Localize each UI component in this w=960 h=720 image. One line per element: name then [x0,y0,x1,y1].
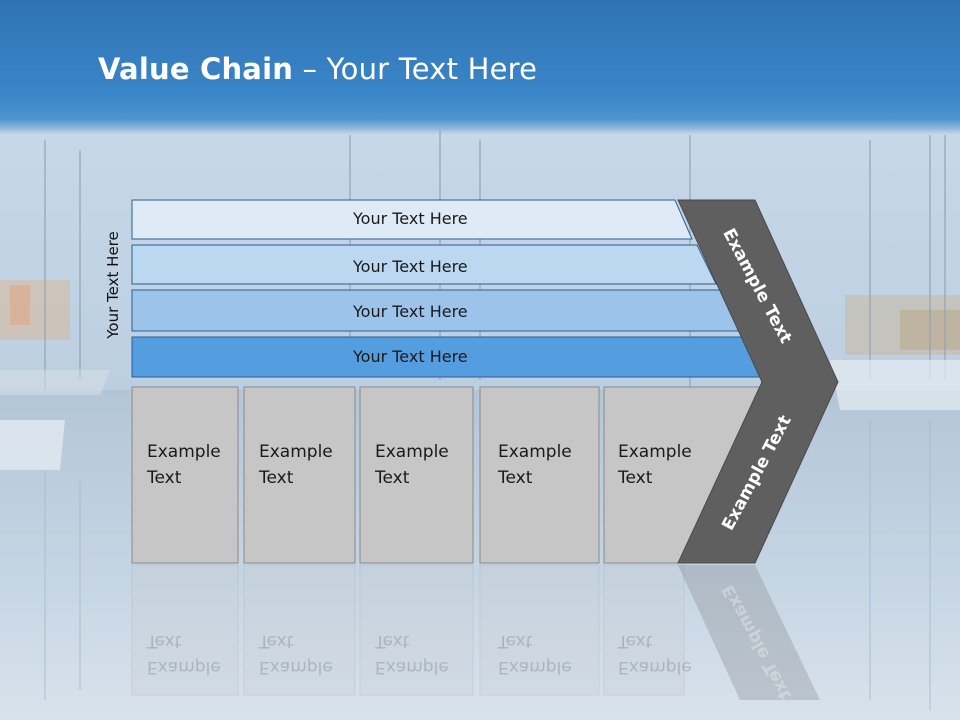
boxes-reflection [131,564,685,696]
bar-1-label: Your Text Here [353,209,468,228]
chevron-shape[interactable] [677,199,839,564]
box-2-shape[interactable] [243,386,356,564]
slide-title: Value Chain – Your Text Here [98,52,537,86]
chevron-reflection [678,565,820,700]
bar-2-label: Your Text Here [353,257,468,276]
bar-4-label: Your Text Here [353,347,468,366]
bar-3-label: Your Text Here [353,302,468,321]
box-1-shape[interactable] [131,386,239,564]
header-band [0,0,960,135]
title-bold: Value Chain [98,52,294,86]
bar-1-shape[interactable] [131,199,693,240]
box-4-shape[interactable] [479,386,600,564]
bar-2-shape[interactable] [131,244,717,285]
box-3-shape[interactable] [359,386,474,564]
title-rest: – Your Text Here [293,52,538,86]
